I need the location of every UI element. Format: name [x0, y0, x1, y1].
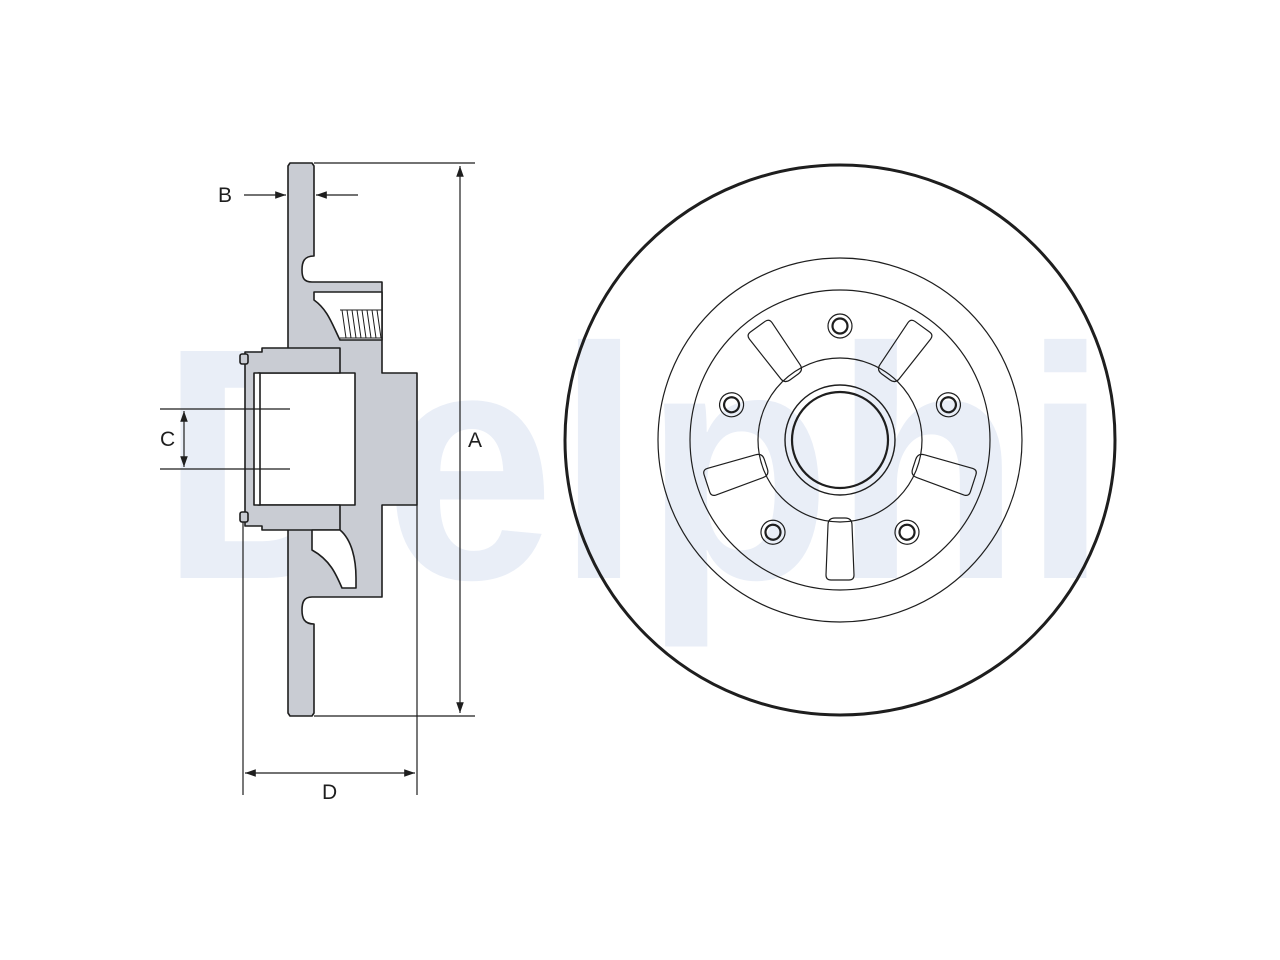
lower-recess [311, 529, 357, 589]
bolt-head-bottom [239, 511, 249, 523]
cooling-slots [703, 319, 977, 581]
front-view [563, 163, 1117, 717]
bolt-hole [760, 519, 786, 545]
bolt-hole [894, 519, 920, 545]
center-bore-outer [784, 384, 896, 496]
hub-bore [257, 372, 356, 506]
bolt-holes [718, 313, 962, 545]
dimension-lines [160, 162, 475, 795]
dim-a-label: A [468, 429, 482, 452]
hat-outer-edge [689, 289, 991, 591]
dim-b-label: B [218, 184, 232, 207]
hub-ring [757, 357, 923, 523]
dim-c-label: C [160, 428, 175, 451]
disc-outer-edge [563, 163, 1117, 717]
bolt-hole [827, 313, 853, 339]
friction-ring-inner-edge [657, 257, 1023, 623]
bolt-hole [718, 392, 745, 418]
thread-hatching [340, 309, 382, 339]
side-section-view [239, 162, 418, 717]
bolt-head-top [239, 353, 249, 365]
center-bore-inner [790, 390, 890, 490]
dim-d-label: D [322, 781, 337, 804]
snap-ring [253, 372, 261, 506]
bolt-hole [935, 392, 962, 418]
